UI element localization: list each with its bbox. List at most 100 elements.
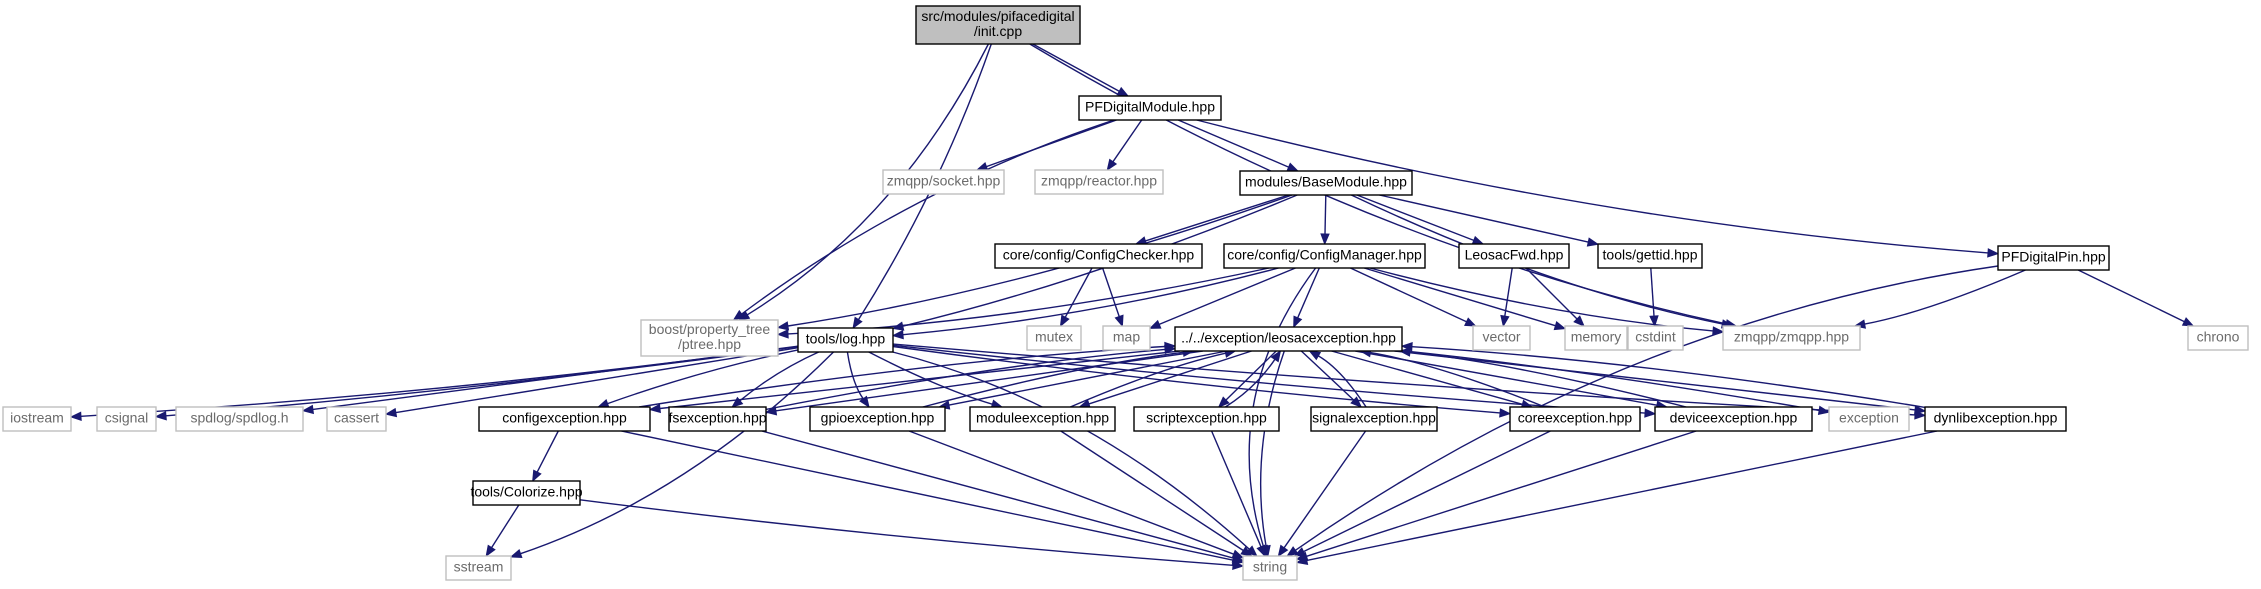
- arrowhead-scriptexception-to-leosacexception: [1270, 349, 1282, 363]
- node-scriptexception[interactable]: scriptexception.hpp: [1133, 406, 1280, 432]
- edge-scriptexception-to-leosacexception: [1225, 358, 1276, 408]
- node-PFDigitalModule[interactable]: PFDigitalModule.hpp: [1078, 95, 1222, 121]
- node-label-memory: memory: [1571, 329, 1622, 345]
- node-init_cpp[interactable]: src/modules/pifacedigital/init.cpp: [915, 5, 1081, 45]
- node-label-gpioexception: gpioexception.hpp: [821, 410, 935, 426]
- node-label-LeosacFwd: LeosacFwd.hpp: [1465, 247, 1564, 263]
- node-csignal: csignal: [96, 406, 157, 432]
- node-box-string: [1242, 555, 1298, 581]
- node-memory: memory: [1564, 325, 1628, 351]
- arrowhead-leosacexception-to-configexception: [648, 403, 661, 414]
- node-zmqpp_reactor: zmqpp/reactor.hpp: [1034, 169, 1164, 195]
- node-spdlog: spdlog/spdlog.h: [175, 406, 304, 432]
- arrowhead-PFDigitalModule-to-ptree: [732, 309, 745, 321]
- node-label-init_cpp: src/modules/pifacedigital: [921, 8, 1074, 24]
- arrowhead-leosacexception-to-signalexception: [1350, 396, 1363, 408]
- arrowhead-leosacexception-to-fsexception: [764, 406, 778, 416]
- edge-PFDigitalModule-to-ptree: [741, 119, 1115, 315]
- node-leosacexception[interactable]: ../../exception/leosacexception.hpp: [1174, 326, 1403, 352]
- node-LeosacFwd[interactable]: LeosacFwd.hpp: [1458, 243, 1570, 269]
- arrowhead-PFDigitalModule-to-zmqpp_reactor: [1106, 158, 1118, 172]
- node-label-leosacexception: ../../exception/leosacexception.hpp: [1181, 330, 1396, 346]
- arrowhead-ConfigManager-to-memory: [1553, 321, 1567, 331]
- node-box-signalexception: [1310, 406, 1438, 432]
- edge-PFDigitalModule-to-zmqpp_socket: [986, 119, 1117, 168]
- edge-moduleexception-to-leosacexception: [1070, 352, 1226, 408]
- node-signalexception[interactable]: signalexception.hpp: [1310, 406, 1438, 432]
- node-box-init_cpp: [915, 5, 1081, 45]
- edge-configexception-to-leosacexception: [638, 345, 1166, 408]
- edge-coreexception-to-leosacexception: [1370, 351, 1546, 408]
- node-configexception[interactable]: configexception.hpp: [478, 406, 651, 432]
- node-label-coreexception: coreexception.hpp: [1518, 410, 1633, 426]
- edge-ConfigManager-to-vector: [1350, 267, 1467, 323]
- arrowhead-ConfigManager-to-ptree: [776, 329, 789, 339]
- edge-leosacexception-to-string: [1259, 350, 1285, 547]
- node-box-ptree: [640, 319, 779, 357]
- arrowhead-scriptexception-to-string: [1256, 544, 1266, 558]
- edge-BaseModule-to-LeosacFwd: [1356, 194, 1475, 242]
- node-label-vector: vector: [1482, 329, 1520, 345]
- edge-ConfigManager-to-map: [1158, 267, 1296, 326]
- node-sstream: sstream: [445, 555, 512, 581]
- node-PFDigitalPin[interactable]: PFDigitalPin.hpp: [1997, 245, 2110, 271]
- node-coreexception[interactable]: coreexception.hpp: [1509, 406, 1641, 432]
- arrowhead-dynlibexception-to-string: [1295, 555, 1309, 566]
- arrowhead-log-to-spdlog: [301, 404, 314, 415]
- edge-deviceexception-to-leosacexception: [1409, 351, 1687, 408]
- node-box-zmqpp_reactor: [1034, 169, 1164, 195]
- arrowhead-PFDigitalModule-to-BaseModule: [1286, 162, 1300, 172]
- node-gettid[interactable]: tools/gettid.hpp: [1597, 243, 1703, 269]
- node-dynlibexception[interactable]: dynlibexception.hpp: [1924, 406, 2067, 432]
- node-gpioexception[interactable]: gpioexception.hpp: [809, 406, 946, 432]
- node-label-ptree: boost/property_tree: [649, 321, 771, 337]
- edge-PFDigitalPin-to-zmqpp: [1864, 269, 2026, 325]
- arrowhead-ConfigManager-to-map: [1148, 319, 1162, 329]
- node-label-cassert: cassert: [334, 410, 379, 426]
- node-cassert: cassert: [326, 406, 387, 432]
- node-label-mutex: mutex: [1035, 329, 1073, 345]
- node-label-cstdint: cstdint: [1635, 329, 1676, 345]
- node-label-Colorize: tools/Colorize.hpp: [470, 484, 582, 500]
- arrowhead-log-to-fsexception: [731, 396, 744, 408]
- arrowhead-coreexception-to-string: [1293, 547, 1307, 557]
- node-fsexception[interactable]: fsexception.hpp: [668, 406, 767, 432]
- node-log[interactable]: tools/log.hpp: [797, 327, 894, 353]
- arrowhead-leosacexception-to-scriptexception: [1217, 396, 1230, 408]
- edge-BaseModule-to-log: [902, 194, 1298, 327]
- node-label-spdlog: spdlog/spdlog.h: [190, 410, 288, 426]
- arrowhead-log-to-coreexception: [1499, 408, 1512, 418]
- node-moduleexception[interactable]: moduleexception.hpp: [969, 406, 1116, 432]
- node-label-BaseModule: modules/BaseModule.hpp: [1245, 174, 1407, 190]
- edge-gpioexception-to-leosacexception: [922, 351, 1184, 408]
- node-box-gpioexception: [809, 406, 946, 432]
- node-label-moduleexception: moduleexception.hpp: [976, 410, 1109, 426]
- node-ConfigManager[interactable]: core/config/ConfigManager.hpp: [1223, 243, 1426, 269]
- node-box-log: [797, 327, 894, 353]
- node-box-zmqpp: [1722, 325, 1861, 351]
- node-BaseModule[interactable]: modules/BaseModule.hpp: [1239, 170, 1413, 196]
- edge-PFDigitalModule-to-BaseModule: [1177, 119, 1289, 168]
- node-Colorize[interactable]: tools/Colorize.hpp: [470, 480, 583, 506]
- node-label-csignal: csignal: [105, 410, 149, 426]
- edge-dynlibexception-to-leosacexception: [1411, 346, 1926, 409]
- edge-log-to-csignal: [165, 345, 799, 417]
- arrowhead-PFDigitalPin-to-chrono: [2181, 317, 2195, 327]
- node-map: map: [1102, 325, 1151, 351]
- arrowhead-configexception-to-Colorize: [532, 469, 542, 483]
- node-box-PFDigitalModule: [1078, 95, 1222, 121]
- arrowhead-ConfigChecker-to-map: [1114, 314, 1124, 328]
- node-box-deviceexception: [1654, 406, 1813, 432]
- arrowhead-log-to-string: [1245, 545, 1258, 557]
- edge-configexception-to-string: [621, 430, 1234, 561]
- node-box-PFDigitalPin: [1997, 245, 2110, 271]
- node-ConfigChecker[interactable]: core/config/ConfigChecker.hpp: [994, 243, 1203, 269]
- edge-log-to-sstream: [520, 351, 834, 555]
- node-deviceexception[interactable]: deviceexception.hpp: [1654, 406, 1813, 432]
- edge-log-to-gpioexception: [846, 351, 864, 400]
- arrowhead-log-to-iostream: [69, 411, 82, 422]
- node-zmqpp_socket: zmqpp/socket.hpp: [882, 169, 1005, 195]
- arrowhead-leosacexception-to-dynlibexception: [1914, 405, 1927, 415]
- node-box-dynlibexception: [1924, 406, 2067, 432]
- arrowhead-ConfigManager-to-log: [891, 329, 904, 340]
